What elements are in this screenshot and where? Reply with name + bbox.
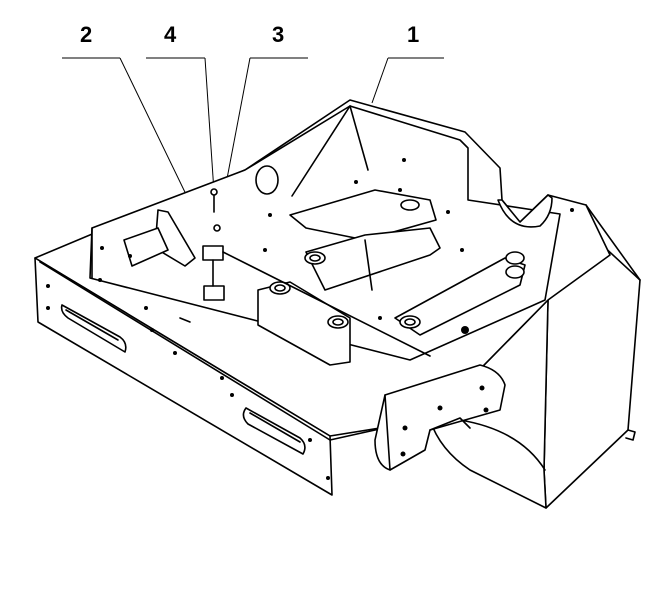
left-gusset [123,209,196,267]
leader-line-4 [204,57,215,193]
callout-3: 3 [272,22,285,47]
leader-line-1 [371,57,389,104]
front-mount [374,364,506,471]
wall-slots [60,304,306,455]
callout-2: 2 [80,22,93,47]
floor-slot [179,317,191,323]
right-bracket [394,251,526,336]
mounting-holes [46,158,574,480]
small-parts [202,188,431,357]
rear-bracket [289,189,441,291]
front-bracket [257,281,351,366]
callout-1: 1 [407,22,420,47]
callout-4: 4 [164,22,177,47]
